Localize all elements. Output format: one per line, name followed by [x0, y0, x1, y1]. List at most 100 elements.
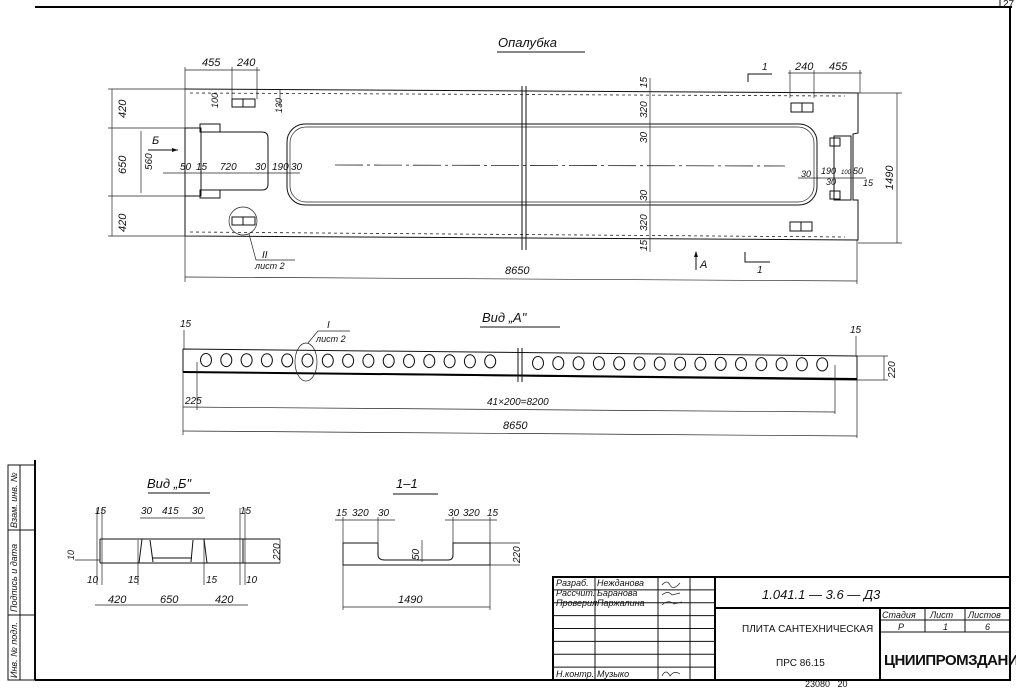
view-b-dim-10-side: 10 [66, 550, 76, 560]
dim-30-top: 30 [639, 131, 650, 143]
view-a: Вид „А" I лист 2 15 15 220 225 41×200=82… [180, 310, 898, 438]
title-block: Разраб. Рассчит. Проверил Н.контр. Нежда… [552, 576, 1016, 688]
hole [795, 357, 808, 372]
hole [552, 356, 565, 371]
formwork-plan-view: Опалубка II лист 2 455 240 100 [108, 35, 902, 284]
hole [816, 357, 829, 372]
hole [694, 356, 707, 371]
hole [281, 353, 294, 368]
dim-225: 225 [184, 396, 202, 407]
hole [633, 356, 646, 371]
hole [674, 356, 687, 371]
document-code: 1.041.1 — 3.6 — Д3 [762, 587, 881, 602]
dim-560: 560 [144, 153, 155, 170]
name-checker: Паржалина [597, 598, 645, 608]
hole [382, 353, 395, 368]
dim-15-left: 15 [180, 319, 192, 330]
sec-dim-15-right: 15 [487, 508, 499, 519]
dim-50: 50 [180, 162, 192, 173]
hole [532, 356, 544, 370]
view-b-dim-30-right: 30 [192, 506, 204, 517]
section-marker-bottom: 1 [757, 265, 763, 276]
hole [200, 353, 212, 367]
dim-240-right: 240 [794, 61, 814, 73]
view-b-dim-15-mid-left: 15 [128, 575, 140, 586]
sec-dim-1490: 1490 [398, 594, 423, 606]
view-a-marker: А [699, 259, 707, 271]
dim-720: 720 [220, 162, 237, 173]
view-a-callout-number: I [327, 320, 330, 331]
sec-dim-320-left: 320 [352, 508, 369, 519]
hole [423, 354, 436, 369]
stage-label: Стадия [882, 610, 916, 620]
dim-30-bottom: 30 [639, 189, 650, 201]
hole [260, 353, 273, 368]
hole [321, 353, 334, 368]
view-b-dim-15-mid-right: 15 [206, 575, 218, 586]
strip-label-replace: Взам. инв. № [9, 472, 19, 528]
sheet-number: 27 [1003, 0, 1015, 10]
product-mark: ПРС 86.15 [776, 658, 825, 669]
dim-right-30b: 30 [826, 177, 836, 187]
hole [714, 356, 727, 371]
bottom-note: 23080 20 [805, 679, 848, 688]
name-norm-control: Музыко [597, 669, 629, 679]
dim-650: 650 [117, 155, 129, 174]
organization-name: ЦНИИПРОМЗДАНИЙ [884, 651, 1016, 669]
sec-dim-15-left: 15 [336, 508, 348, 519]
view-b-dim-10-left: 10 [87, 575, 99, 586]
dim-right-30: 30 [801, 169, 811, 179]
formwork-title: Опалубка [498, 35, 557, 50]
view-b: Вид „Б" 15 30 415 30 15 10 10 15 15 10 2… [66, 476, 283, 606]
name-calculator: Баранова [597, 588, 637, 598]
dim-320-top: 320 [639, 101, 650, 118]
strip-label-inventory: Инв. № подл. [9, 622, 19, 678]
hole-row [200, 353, 829, 372]
section-1-1: 1–1 15 320 30 30 320 15 50 220 1490 [335, 476, 523, 610]
view-b-dim-420-left: 420 [108, 594, 127, 606]
dim-100: 100 [210, 93, 220, 108]
role-checker: Проверил [556, 598, 597, 608]
view-b-dim-10-right: 10 [246, 575, 258, 586]
view-b-dim-220: 220 [272, 543, 283, 561]
sheets-label: Листов [967, 610, 1001, 620]
dim-30b: 30 [291, 162, 303, 173]
hole [775, 357, 788, 372]
dim-hole-pitch: 41×200=8200 [487, 397, 549, 408]
dim-455-left: 455 [202, 57, 221, 69]
hole [613, 356, 626, 371]
sec-dim-30-left: 30 [378, 508, 390, 519]
dim-190: 190 [272, 162, 289, 173]
dim-8650-view-a: 8650 [503, 420, 528, 432]
hole [653, 356, 666, 371]
strip-label-signature: Подпись и дата [9, 544, 19, 612]
sec-dim-320-right: 320 [463, 508, 480, 519]
view-b-title: Вид „Б" [147, 476, 192, 491]
dim-455-right: 455 [829, 61, 848, 73]
hole [362, 353, 375, 368]
embedded-plates [231, 98, 814, 232]
role-norm-control: Н.контр. [556, 669, 594, 679]
view-a-title: Вид „А" [482, 310, 528, 325]
hole [220, 353, 233, 368]
dim-15: 15 [196, 162, 208, 173]
callout-sheet: лист 2 [254, 261, 285, 271]
product-name: ПЛИТА САНТЕХНИЧЕСКАЯ [742, 624, 873, 635]
dim-420-top: 420 [117, 99, 129, 118]
detail-callout-circle [228, 206, 258, 236]
sheets-value: 6 [985, 622, 990, 632]
view-a-callout-sheet: лист 2 [315, 334, 346, 344]
sheet-value: 1 [943, 622, 948, 632]
left-approval-strip: Взам. инв. № Подпись и дата Инв. № подл. [7, 464, 36, 681]
section-title: 1–1 [396, 476, 418, 491]
view-b-dim-415: 415 [162, 506, 179, 517]
hole [755, 357, 768, 372]
view-b-dim-650: 650 [160, 594, 179, 606]
dim-8650-top: 8650 [505, 265, 530, 277]
detail-callout-ellipse [294, 342, 318, 382]
callout-number: II [262, 250, 268, 261]
dim-right-100: 100 [841, 170, 852, 176]
sec-dim-30-right: 30 [448, 508, 460, 519]
dim-30a: 30 [255, 162, 267, 173]
